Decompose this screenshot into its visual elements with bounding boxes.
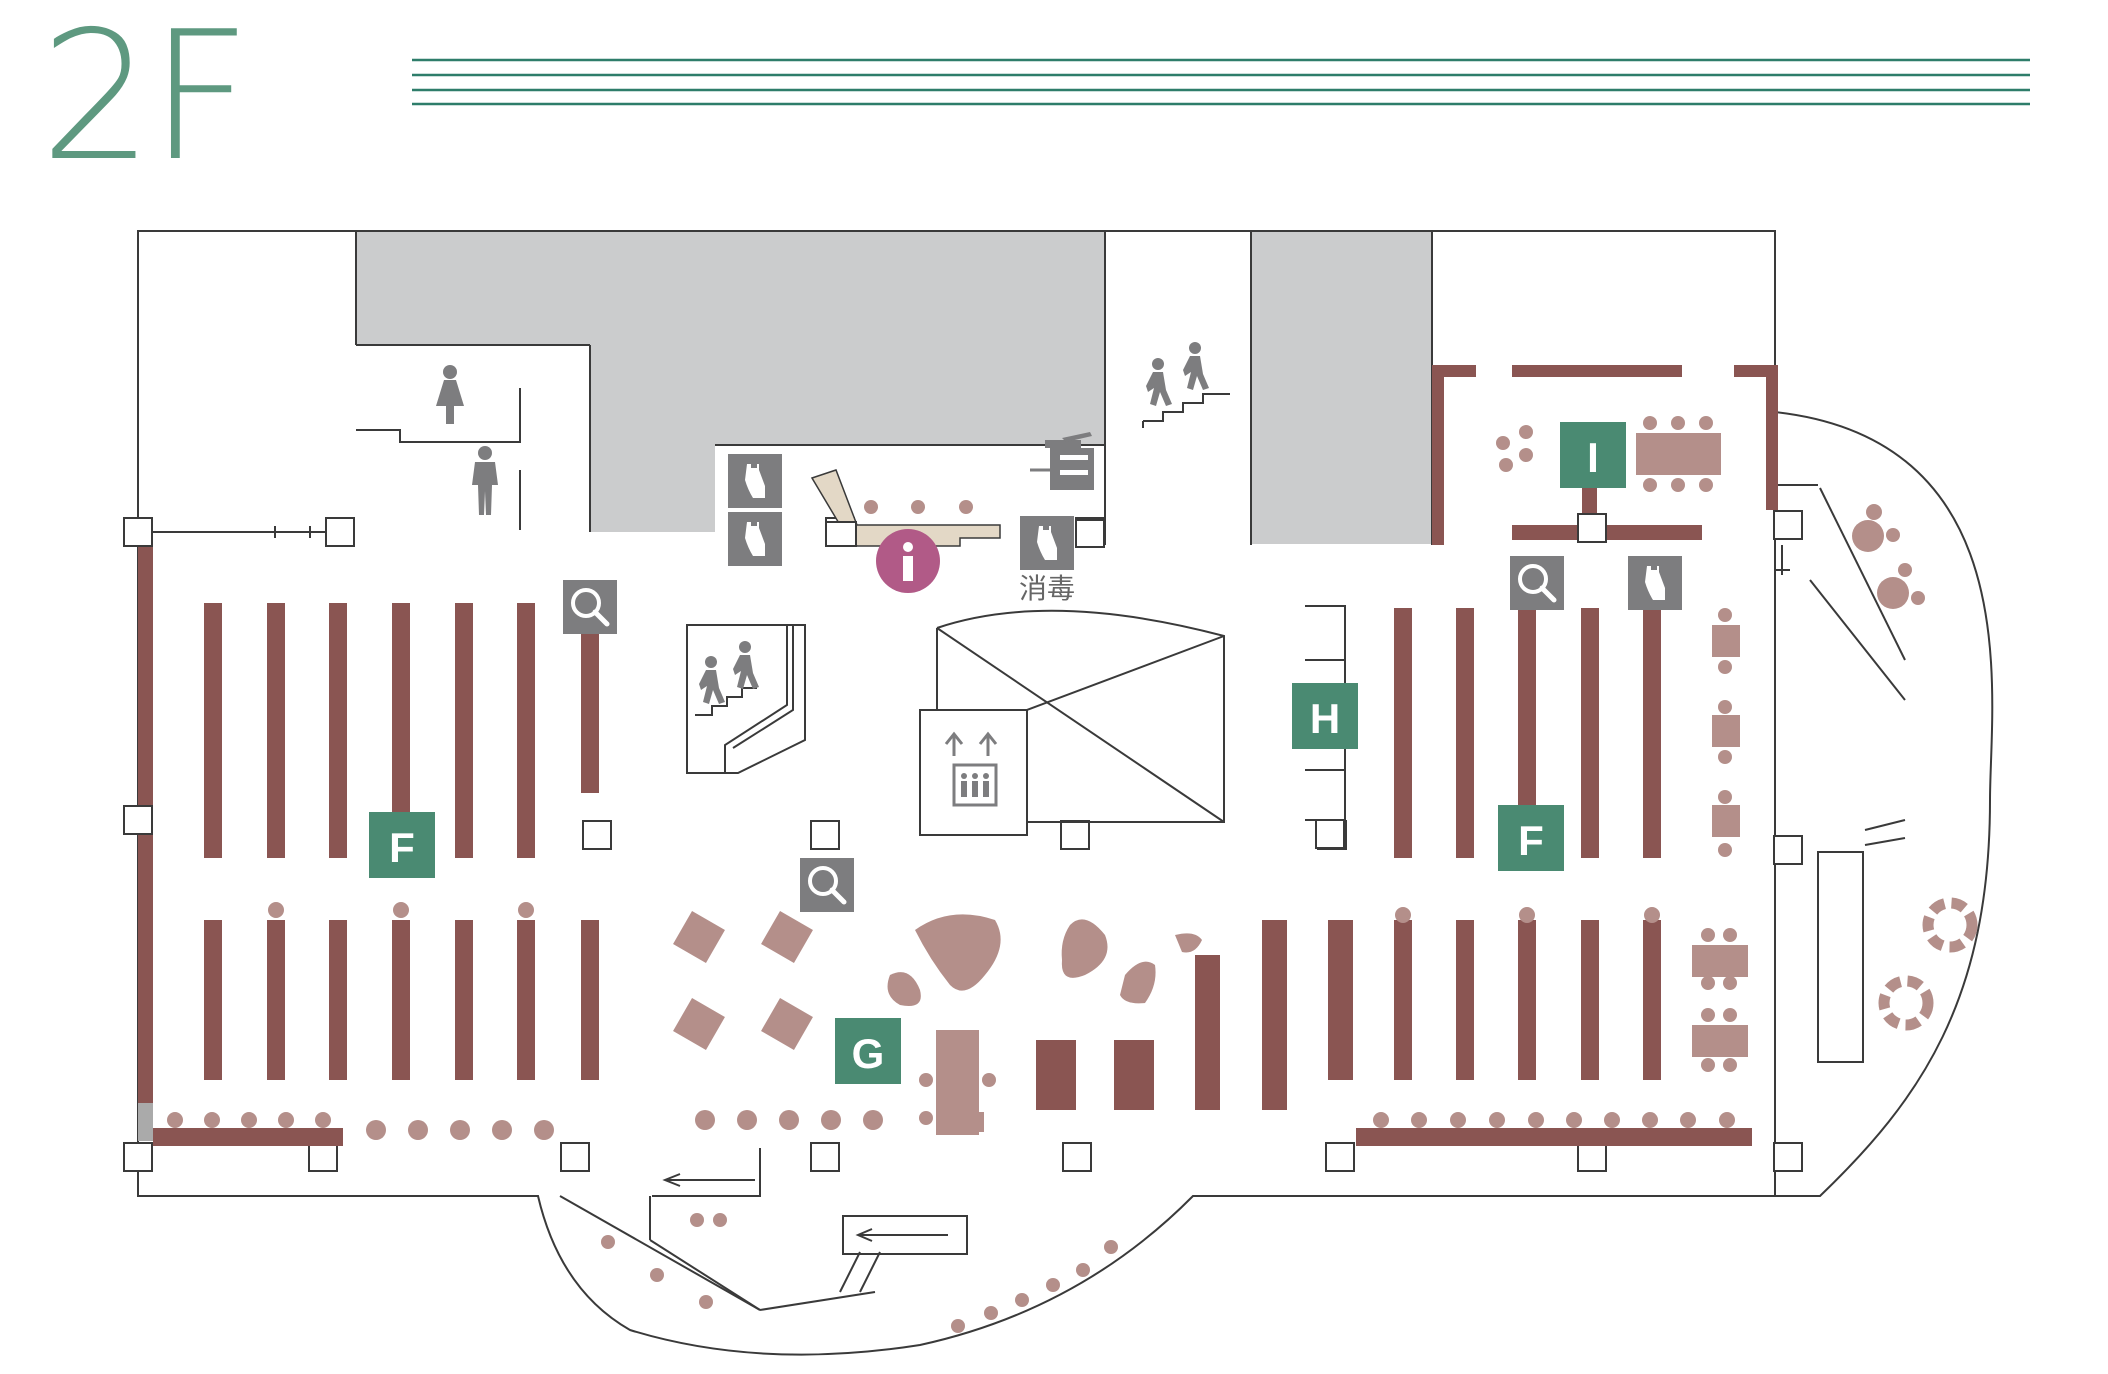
zone-label: H bbox=[1310, 695, 1340, 742]
zone-label: I bbox=[1587, 434, 1599, 481]
stairs-box bbox=[686, 393, 1230, 774]
zone-badge-f-left[interactable]: F bbox=[369, 812, 435, 878]
zone-badge-g[interactable]: G bbox=[835, 1018, 901, 1084]
zone-badge-i[interactable]: I bbox=[1560, 422, 1626, 488]
elevator-icon bbox=[944, 731, 998, 807]
building-outline bbox=[137, 230, 1994, 1356]
atrium-void bbox=[919, 609, 1225, 836]
side-shelves bbox=[1305, 605, 1346, 849]
zone-label: F bbox=[389, 824, 415, 871]
wall-segment bbox=[138, 1103, 153, 1141]
information-icon[interactable] bbox=[876, 529, 940, 593]
zone-label: G bbox=[852, 1030, 885, 1077]
floor-title: 2F bbox=[40, 0, 252, 200]
exit-arrow-icon bbox=[662, 1173, 968, 1255]
sanitizer-label: 消毒 bbox=[1019, 572, 1075, 605]
restricted-area bbox=[356, 231, 1432, 544]
male-restroom-icon bbox=[472, 446, 498, 515]
seating bbox=[167, 416, 1925, 1333]
wall-ticks bbox=[274, 526, 1783, 575]
header-rule bbox=[412, 58, 2030, 106]
zone-badge-f-right[interactable]: F bbox=[1498, 805, 1564, 871]
bookshelves bbox=[153, 603, 1752, 1146]
female-restroom-icon bbox=[436, 365, 464, 424]
tables bbox=[673, 433, 1978, 1135]
zone-label: F bbox=[1518, 817, 1544, 864]
copy-machine-icon bbox=[1030, 432, 1094, 490]
shelf-end-markers bbox=[268, 902, 1660, 923]
zone-badge-h[interactable]: H bbox=[1292, 683, 1358, 749]
information-desk bbox=[810, 469, 1105, 548]
search-terminal-icon[interactable] bbox=[563, 556, 1564, 912]
